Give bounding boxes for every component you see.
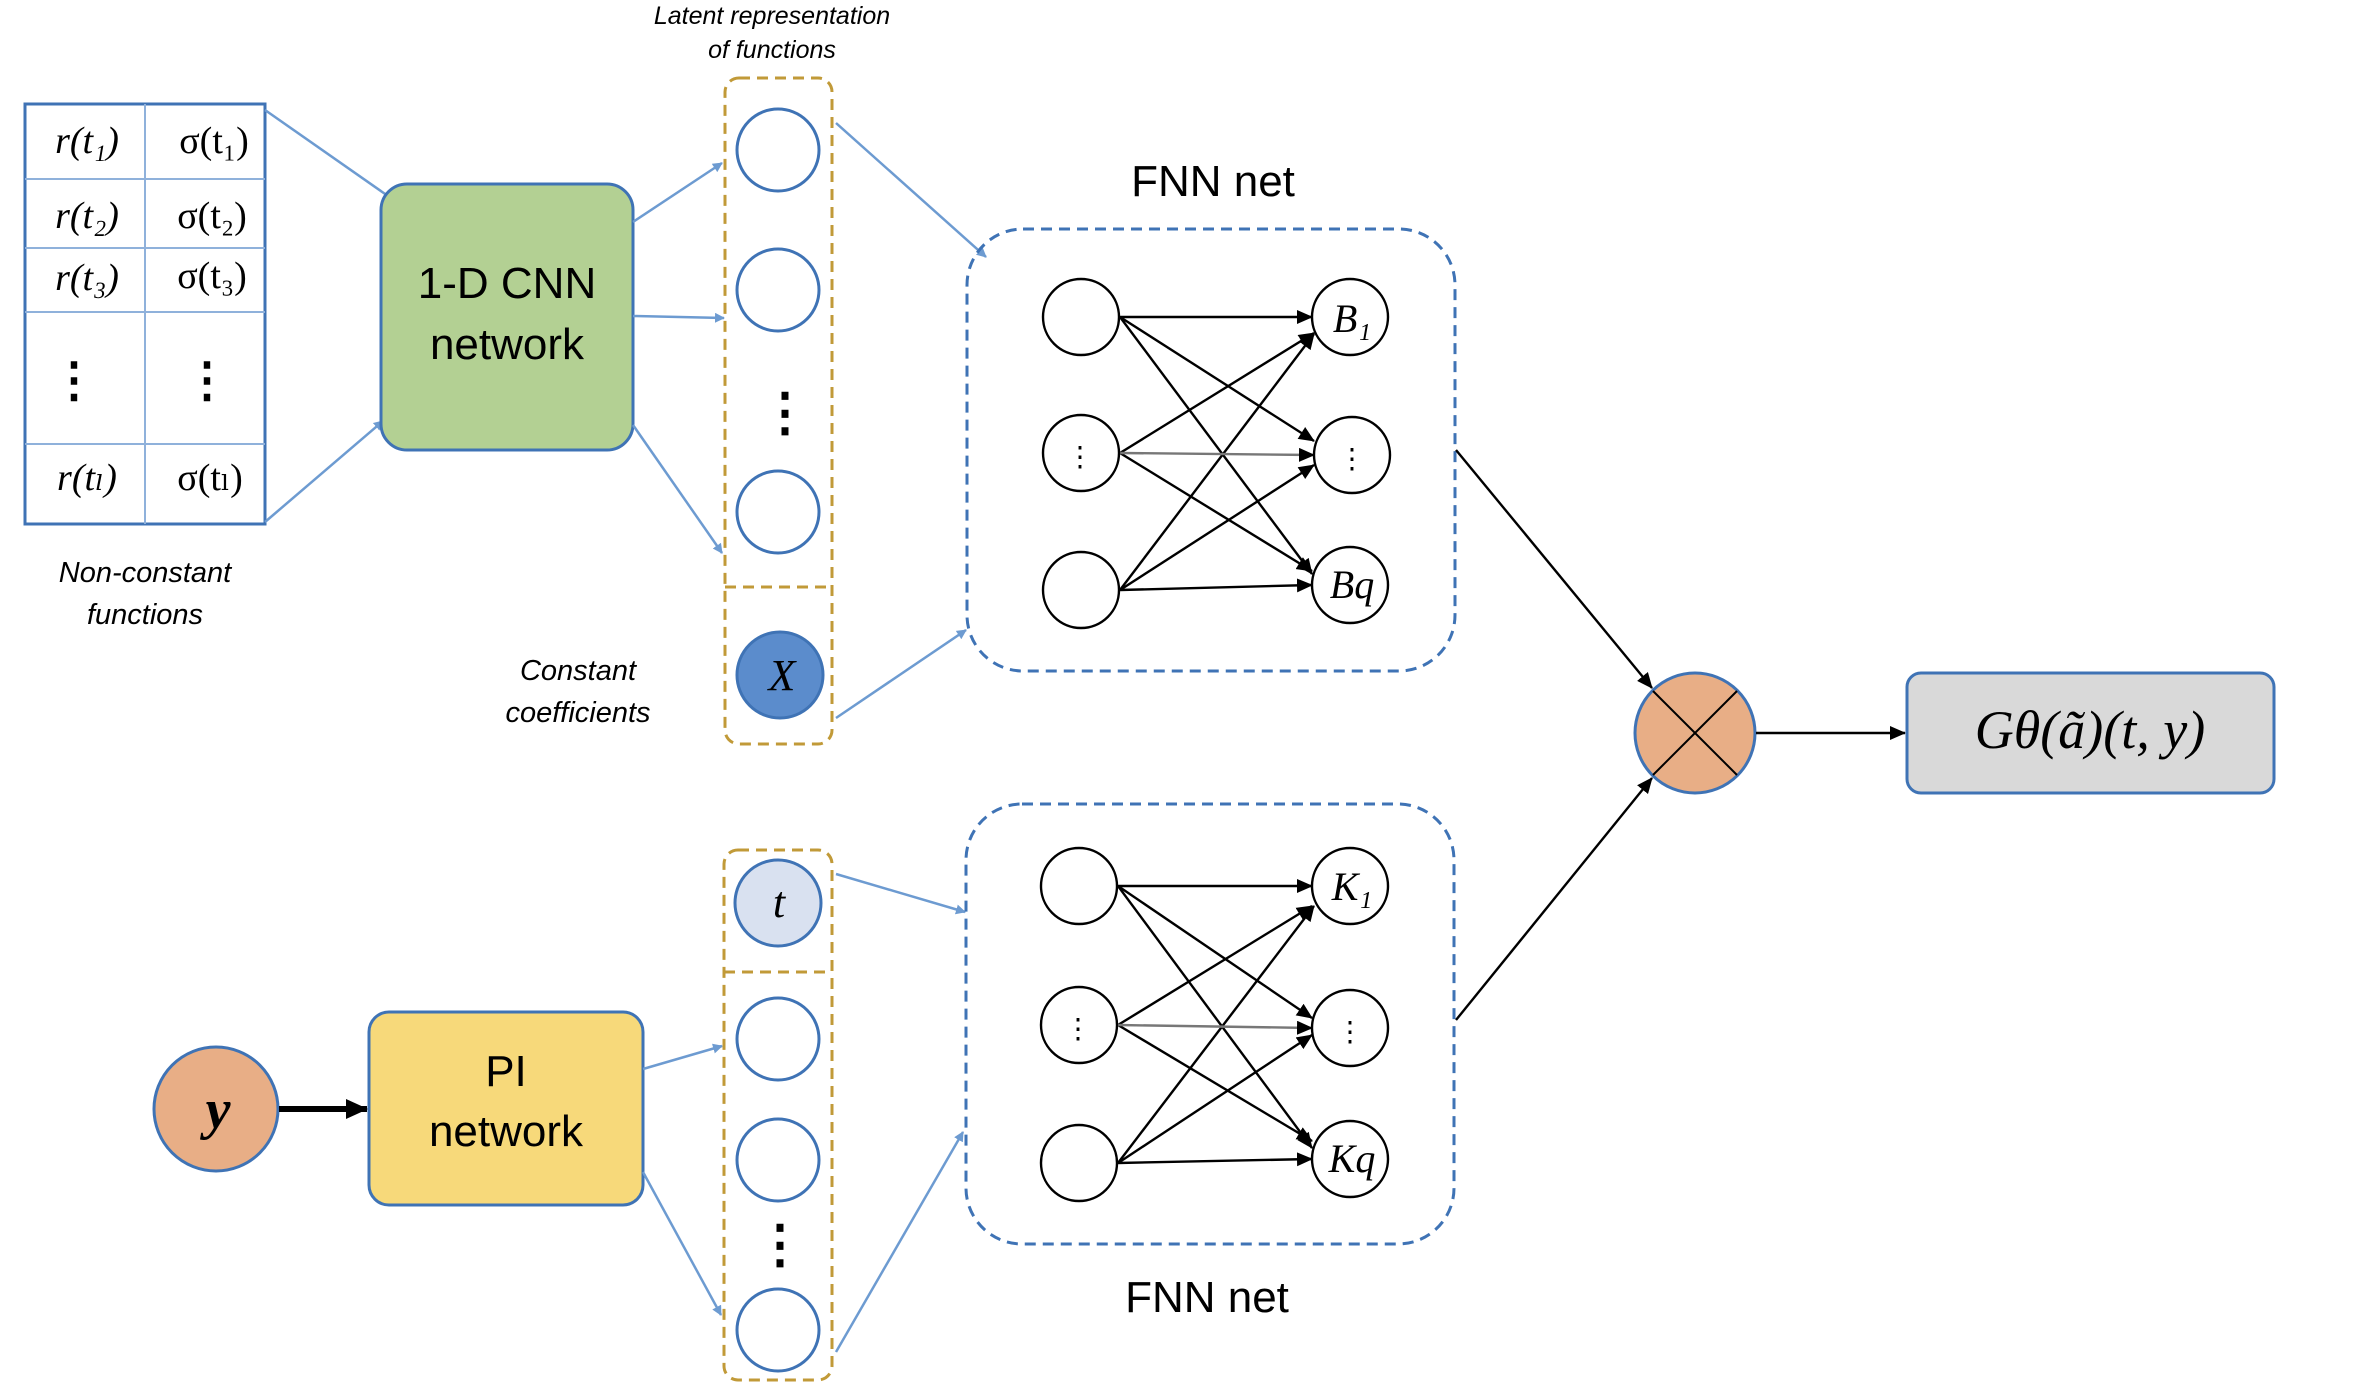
input-table: r(t₁) r(t₂) r(t₃) ⋮ r(tₗ) σ(t₁) σ(t₂) σ(… [23, 102, 267, 526]
output-label: Gθ(ã)(t, y) [1975, 700, 2205, 760]
y-input-node [152, 1045, 280, 1173]
arrow-fnn-bottom-to-product [1455, 777, 1653, 1021]
latent-node-last [735, 469, 821, 555]
fnn-top-output-b1-label: B₁ [1333, 296, 1371, 341]
latent-caption-line2: of functions [708, 36, 836, 64]
cnn-label-line2: network [430, 320, 585, 369]
constant-x-node [735, 630, 825, 720]
fnn-bottom-output-k1 [1310, 846, 1390, 926]
arrow-fnn-top-to-product [1455, 449, 1653, 689]
arrow-t-to-fnn-bottom [835, 872, 966, 915]
latent-column-top: ⋮ X [723, 76, 834, 746]
nonconstant-caption-line1: Non-constant [59, 557, 233, 589]
fnn-top-input-1 [1041, 277, 1121, 357]
fnn-bottom-output-k1-label: K₁ [1331, 864, 1373, 909]
fnn-top-output-mid-dots: ⋮ [1338, 444, 1366, 475]
fnn-bottom-title: FNN net [1125, 1273, 1289, 1322]
arrow-table-to-cnn-bottom [264, 420, 384, 523]
arrow-cnn-to-latent-3 [631, 424, 724, 554]
fnn-bottom-output-kq [1310, 1119, 1390, 1199]
cnn-network-box: 1-D CNN network [379, 182, 635, 452]
arrow-pi-latent-to-fnn-bottom [834, 1131, 965, 1353]
pi-network-box: PI network [367, 1010, 645, 1207]
t-node-label: t [773, 878, 787, 927]
fnn-top-input-2-dots: ⋮ [1066, 442, 1094, 473]
table-cell-r-ellipsis: ⋮ [50, 354, 98, 407]
latent-caption-line1: Latent representation [654, 2, 890, 30]
cnn-label-line1: 1-D CNN [418, 259, 596, 308]
fnn-top-input-3 [1041, 550, 1121, 630]
fnn-top-output-bq [1310, 545, 1390, 625]
arrow-x-to-fnn-top [835, 628, 967, 720]
pi-latent-node-last [735, 1287, 821, 1373]
table-cell-s2: σ(t₂) [177, 195, 247, 237]
fnn-bottom-net: ⋮ K₁ ⋮ Kq [964, 802, 1456, 1246]
fnn-top-output-bq-label: Bq [1330, 562, 1374, 607]
output-box: Gθ(ã)(t, y) [1905, 671, 2276, 795]
fnn-bottom-output-mid-dots: ⋮ [1336, 1017, 1364, 1048]
pi-latent-node-1 [735, 996, 821, 1082]
fnn-bottom-output-mid [1310, 988, 1390, 1068]
fnn-top-output-mid [1312, 415, 1392, 495]
fnn-bottom-output-kq-label: Kq [1328, 1136, 1376, 1181]
fnn-bottom-input-1 [1039, 846, 1119, 926]
fnn-bottom-input-2 [1039, 985, 1119, 1065]
table-cell-r3: r(t₃) [55, 257, 119, 299]
arrow-pi-to-latent-last [641, 1171, 723, 1316]
nonconstant-caption-line2: functions [87, 599, 203, 631]
table-cell-s3: σ(t₃) [177, 255, 247, 297]
constant-caption-line1: Constant [520, 655, 638, 687]
fnn-top-title: FNN net [1131, 157, 1295, 206]
pi-label-line1: PI [485, 1047, 527, 1096]
fnn-top-input-2 [1041, 413, 1121, 493]
latent-node-1 [735, 107, 821, 193]
table-cell-s1: σ(t₁) [179, 120, 249, 162]
arrow-pi-to-latent-1 [642, 1043, 723, 1071]
arrow-latent-to-fnn-top [835, 122, 987, 258]
pi-latent-ellipsis: ⋮ [754, 1217, 806, 1274]
product-node [1633, 671, 1757, 795]
pi-label-line2: network [429, 1107, 584, 1156]
fnn-top-net: ⋮ B₁ ⋮ Bq [965, 227, 1457, 673]
pi-latent-node-2 [735, 1117, 821, 1203]
table-cell-r2: r(t₂) [55, 195, 119, 237]
constant-x-label: X [767, 651, 798, 700]
constant-caption-line2: coefficients [505, 697, 650, 729]
arrow-cnn-to-latent-1 [632, 161, 723, 224]
table-cell-rl: r(tₗ) [57, 457, 117, 499]
arrow-cnn-to-latent-2 [632, 312, 725, 323]
fnn-top-output-b1 [1310, 277, 1390, 357]
t-node [733, 858, 823, 948]
table-cell-r1: r(t₁) [55, 120, 119, 162]
table-cell-s-ellipsis: ⋮ [183, 354, 231, 407]
y-input-label: y [200, 1079, 232, 1141]
table-cell-sl: σ(tₗ) [177, 457, 243, 499]
latent-column-bottom: t ⋮ [722, 848, 834, 1382]
fnn-bottom-input-2-dots: ⋮ [1064, 1014, 1092, 1045]
fnn-bottom-input-3 [1039, 1123, 1119, 1203]
latent-node-2 [735, 247, 821, 333]
latent-ellipsis: ⋮ [759, 385, 811, 442]
arrow-table-to-cnn-top [264, 108, 399, 205]
